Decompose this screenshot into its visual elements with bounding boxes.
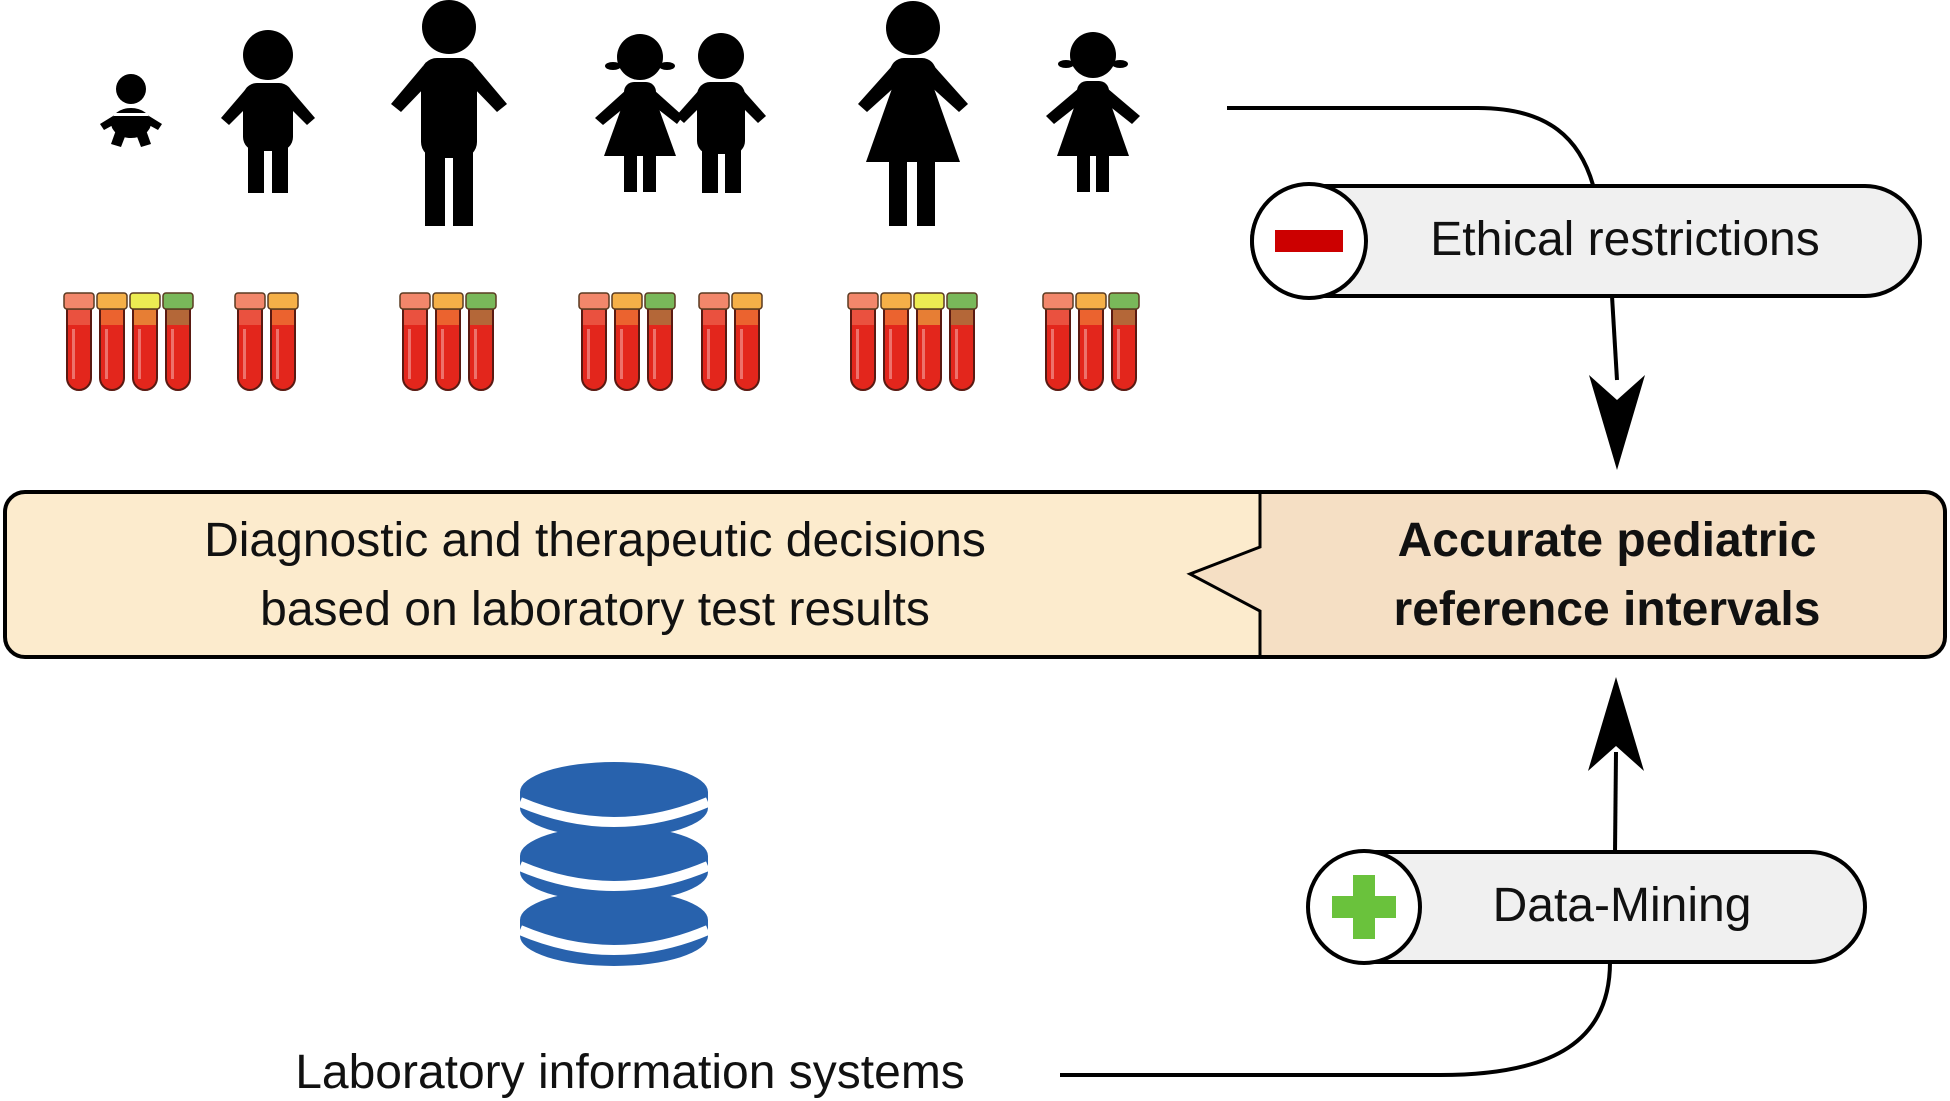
baby-icon xyxy=(100,74,162,147)
reference-intervals-line-2: reference intervals xyxy=(1394,583,1821,636)
plus-icon xyxy=(1332,875,1396,939)
up-arrowhead xyxy=(1588,677,1644,771)
girl-icon xyxy=(1046,32,1140,192)
tube-group xyxy=(63,292,194,391)
reference-intervals-line-1: Accurate pediatric xyxy=(1398,514,1817,567)
blood-tube-icon xyxy=(946,292,978,391)
blood-tube-icon xyxy=(432,292,464,391)
database-to-datamining-curve xyxy=(1060,961,1612,1077)
blood-tube-icon xyxy=(611,292,643,391)
main-box-border xyxy=(3,490,1947,659)
blood-tube-icon xyxy=(1108,292,1140,391)
blood-tube-icon xyxy=(96,292,128,391)
main-box-left-panel xyxy=(7,494,1260,655)
ethical-to-result-line xyxy=(1610,295,1619,381)
decisions-line-2: based on laboratory test results xyxy=(260,583,930,636)
laboratory-systems-caption: Laboratory information systems xyxy=(295,1046,965,1099)
boy-icon-pair-right xyxy=(676,33,766,193)
blood-tube-icon xyxy=(731,292,763,391)
database-icon xyxy=(518,762,710,966)
data-mining-pill: Data-Mining xyxy=(1306,849,1867,965)
blood-tube-icon xyxy=(1075,292,1107,391)
tube-group xyxy=(1042,292,1140,391)
blood-tube-icon xyxy=(644,292,676,391)
blood-tube-icon xyxy=(63,292,95,391)
blood-tube-icon xyxy=(578,292,610,391)
woman-icon xyxy=(858,1,968,226)
people-row xyxy=(100,0,1140,226)
minus-icon xyxy=(1275,230,1343,252)
data-mining-label: Data-Mining xyxy=(1493,879,1752,932)
down-arrowhead xyxy=(1589,375,1645,470)
ethical-restrictions-label: Ethical restrictions xyxy=(1430,213,1819,266)
database-separator-3 xyxy=(518,925,710,955)
main-box: Diagnostic and therapeutic decisions bas… xyxy=(3,490,1947,659)
blood-tube-icon xyxy=(1042,292,1074,391)
blood-tube-icon xyxy=(913,292,945,391)
blood-tubes-row xyxy=(63,292,1140,391)
database-separator-2 xyxy=(518,861,710,891)
blood-tube-icon xyxy=(399,292,431,391)
main-box-divider xyxy=(1186,492,1262,657)
ethical-restrictions-pill: Ethical restrictions xyxy=(1250,182,1922,300)
database-separator-1 xyxy=(518,797,710,827)
tube-group xyxy=(399,292,497,391)
blood-tube-icon xyxy=(267,292,299,391)
decisions-line-1: Diagnostic and therapeutic decisions xyxy=(204,514,986,567)
blood-tube-icon xyxy=(698,292,730,391)
blood-tube-icon xyxy=(162,292,194,391)
blood-tube-icon xyxy=(880,292,912,391)
people-to-ethical-curve xyxy=(1227,106,1595,186)
child-icon xyxy=(221,30,315,193)
blood-tube-icon xyxy=(465,292,497,391)
tube-group xyxy=(578,292,676,391)
tube-group xyxy=(847,292,978,391)
girl-icon-pair-left xyxy=(595,34,683,192)
blood-tube-icon xyxy=(847,292,879,391)
datamining-to-result-line xyxy=(1613,751,1618,854)
blood-tube-icon xyxy=(129,292,161,391)
tube-group xyxy=(234,292,299,391)
man-icon xyxy=(391,0,507,226)
connectors xyxy=(1060,106,1619,1077)
blood-tube-icon xyxy=(234,292,266,391)
tube-group xyxy=(698,292,763,391)
